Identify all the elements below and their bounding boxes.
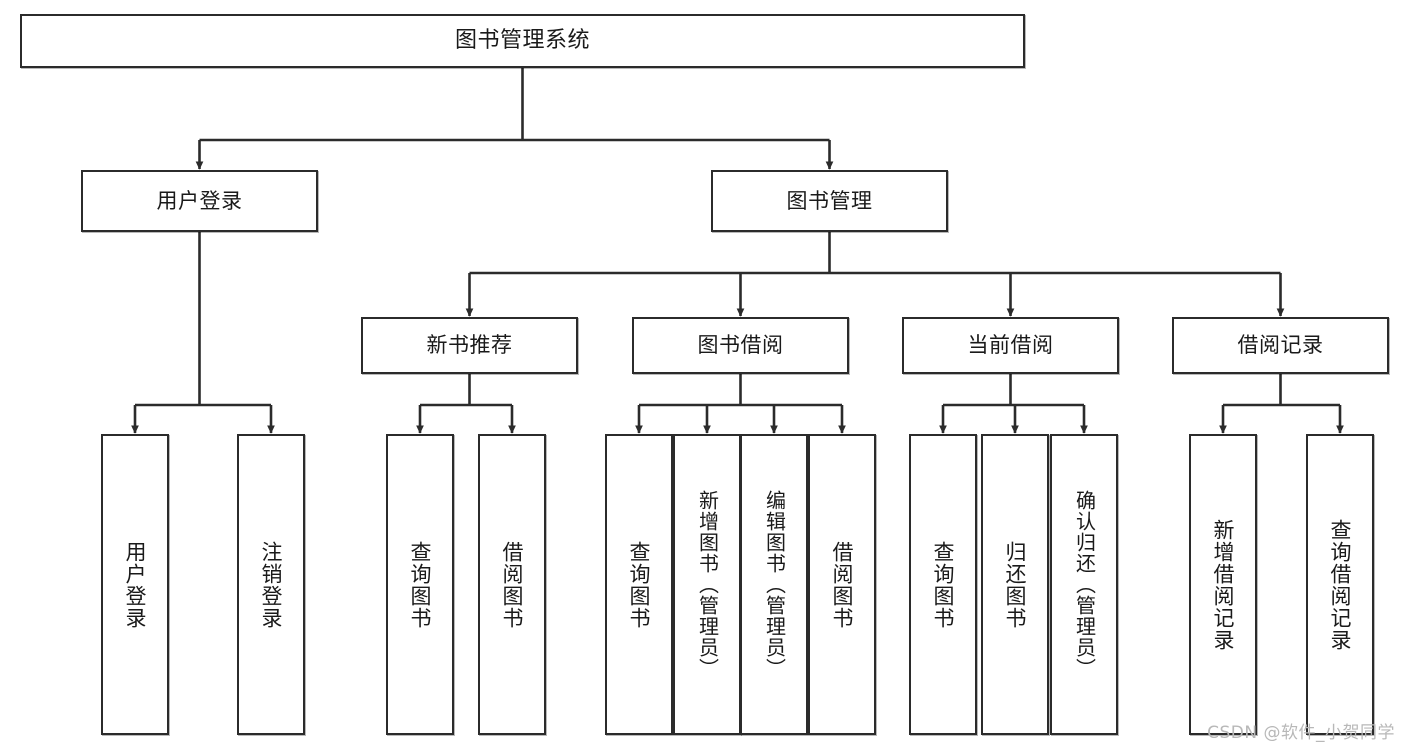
node-label: 借阅图书: [500, 540, 525, 629]
node-leaf-query-book-1[interactable]: 查询图书: [386, 434, 454, 735]
node-label: 新书推荐: [426, 333, 513, 358]
node-leaf-user-login[interactable]: 用户登录: [101, 434, 169, 735]
node-l3-borrow-record[interactable]: 借阅记录: [1172, 317, 1389, 374]
node-label: 图书管理: [786, 188, 873, 213]
node-leaf-query-book-2[interactable]: 查询图书: [605, 434, 673, 735]
node-label: 用户登录: [156, 188, 243, 213]
node-label: 图书管理系统: [454, 28, 590, 54]
node-label: 查询借阅记录: [1328, 518, 1353, 651]
node-leaf-confirm-return-admin[interactable]: 确认归还（管理员）: [1050, 434, 1118, 735]
node-leaf-return-book[interactable]: 归还图书: [981, 434, 1049, 735]
node-label: 用户登录: [123, 540, 148, 629]
node-label: 编辑图书（管理员）: [762, 490, 787, 679]
node-label: 新增借阅记录: [1211, 518, 1236, 651]
node-leaf-borrow-book-2[interactable]: 借阅图书: [808, 434, 876, 735]
node-label: 查询图书: [931, 540, 956, 629]
node-label: 图书借阅: [697, 333, 784, 358]
node-l2-book-manage[interactable]: 图书管理: [711, 170, 948, 232]
node-leaf-add-record[interactable]: 新增借阅记录: [1189, 434, 1257, 735]
node-label: 确认归还（管理员）: [1072, 490, 1097, 679]
node-label: 归还图书: [1003, 540, 1028, 629]
node-label: 注销登录: [259, 540, 284, 629]
node-l3-new-book-rec[interactable]: 新书推荐: [361, 317, 578, 374]
node-leaf-logout[interactable]: 注销登录: [237, 434, 305, 735]
node-label: 新增图书（管理员）: [695, 490, 720, 679]
node-leaf-add-book-admin[interactable]: 新增图书（管理员）: [673, 434, 741, 735]
node-leaf-borrow-book-1[interactable]: 借阅图书: [478, 434, 546, 735]
watermark-label: CSDN @软件_小贺同学: [1207, 723, 1395, 743]
node-l2-user-login[interactable]: 用户登录: [81, 170, 318, 232]
node-leaf-query-record[interactable]: 查询借阅记录: [1306, 434, 1374, 735]
node-label: 借阅记录: [1237, 333, 1324, 358]
node-leaf-query-book-3[interactable]: 查询图书: [909, 434, 977, 735]
node-l3-book-borrow[interactable]: 图书借阅: [632, 317, 849, 374]
node-l3-current-borrow[interactable]: 当前借阅: [902, 317, 1119, 374]
node-label: 查询图书: [408, 540, 433, 629]
node-root[interactable]: 图书管理系统: [20, 14, 1025, 68]
node-label: 当前借阅: [967, 333, 1054, 358]
node-leaf-edit-book-admin[interactable]: 编辑图书（管理员）: [740, 434, 808, 735]
node-label: 查询图书: [627, 540, 652, 629]
node-label: 借阅图书: [830, 540, 855, 629]
